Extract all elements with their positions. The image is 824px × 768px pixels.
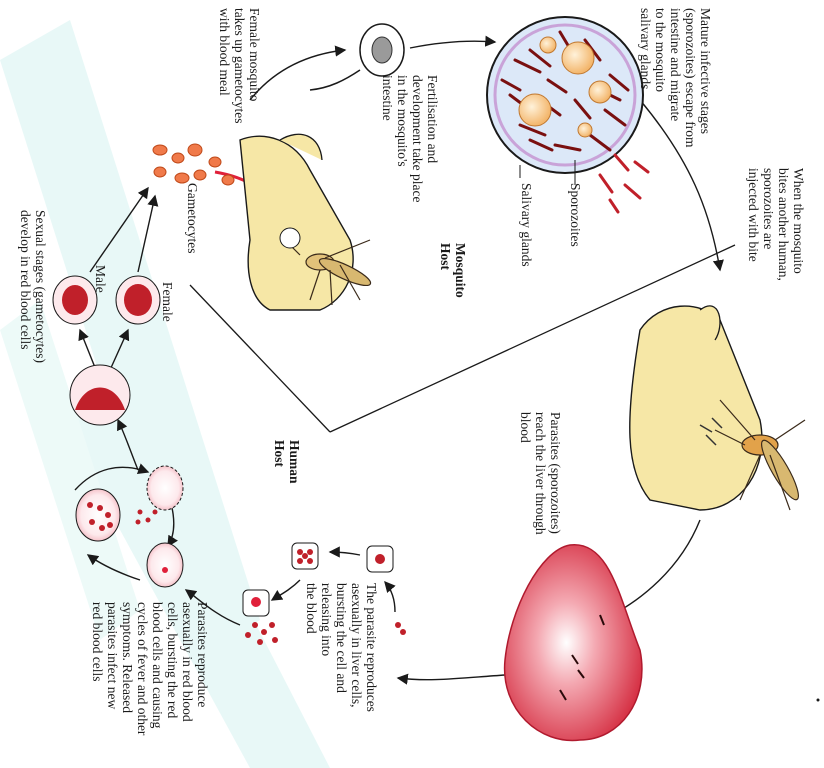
label-female-mosquito: Female mosquito takes up gametocytes wit… (217, 8, 262, 123)
label-gametocytes: Gametocytes (185, 183, 200, 253)
label-mature-infective-stages: Mature infective stages (sporozoites) es… (638, 8, 713, 147)
label-liver-reproduce: The parasite reproduces asexually in liv… (304, 583, 379, 712)
label-mosquito-bites: When the mosquito bites another human, s… (746, 168, 806, 281)
label-female: Female (160, 282, 175, 322)
liver (505, 545, 642, 741)
gametocyte-female-cell (116, 276, 160, 324)
hand-lower (630, 306, 805, 510)
label-human-host: Human Host (272, 440, 302, 484)
label-salivary-glands: Salivary glands (519, 183, 534, 267)
escaping-sporozoites (600, 155, 648, 212)
hand-upper (240, 134, 373, 310)
label-parasites-reach-liver: Parasites (sporozoites) reach the liver … (518, 412, 563, 535)
label-rbc-reproduce: Parasites reproduce asexually in red blo… (90, 602, 210, 735)
label-mosquito-host: Mosquito Host (438, 243, 468, 298)
label-sexual-stages: Sexual stages (gametocytes) develop in r… (18, 210, 48, 363)
label-male: Male (93, 265, 108, 293)
label-fertilisation: Fertilisation and development take place… (380, 75, 440, 202)
stray-dot (817, 699, 820, 702)
gametocyte-blobs (153, 144, 234, 185)
gametocyte-male-cell (53, 276, 97, 324)
label-sporozoites: Sporozoites (568, 183, 583, 247)
